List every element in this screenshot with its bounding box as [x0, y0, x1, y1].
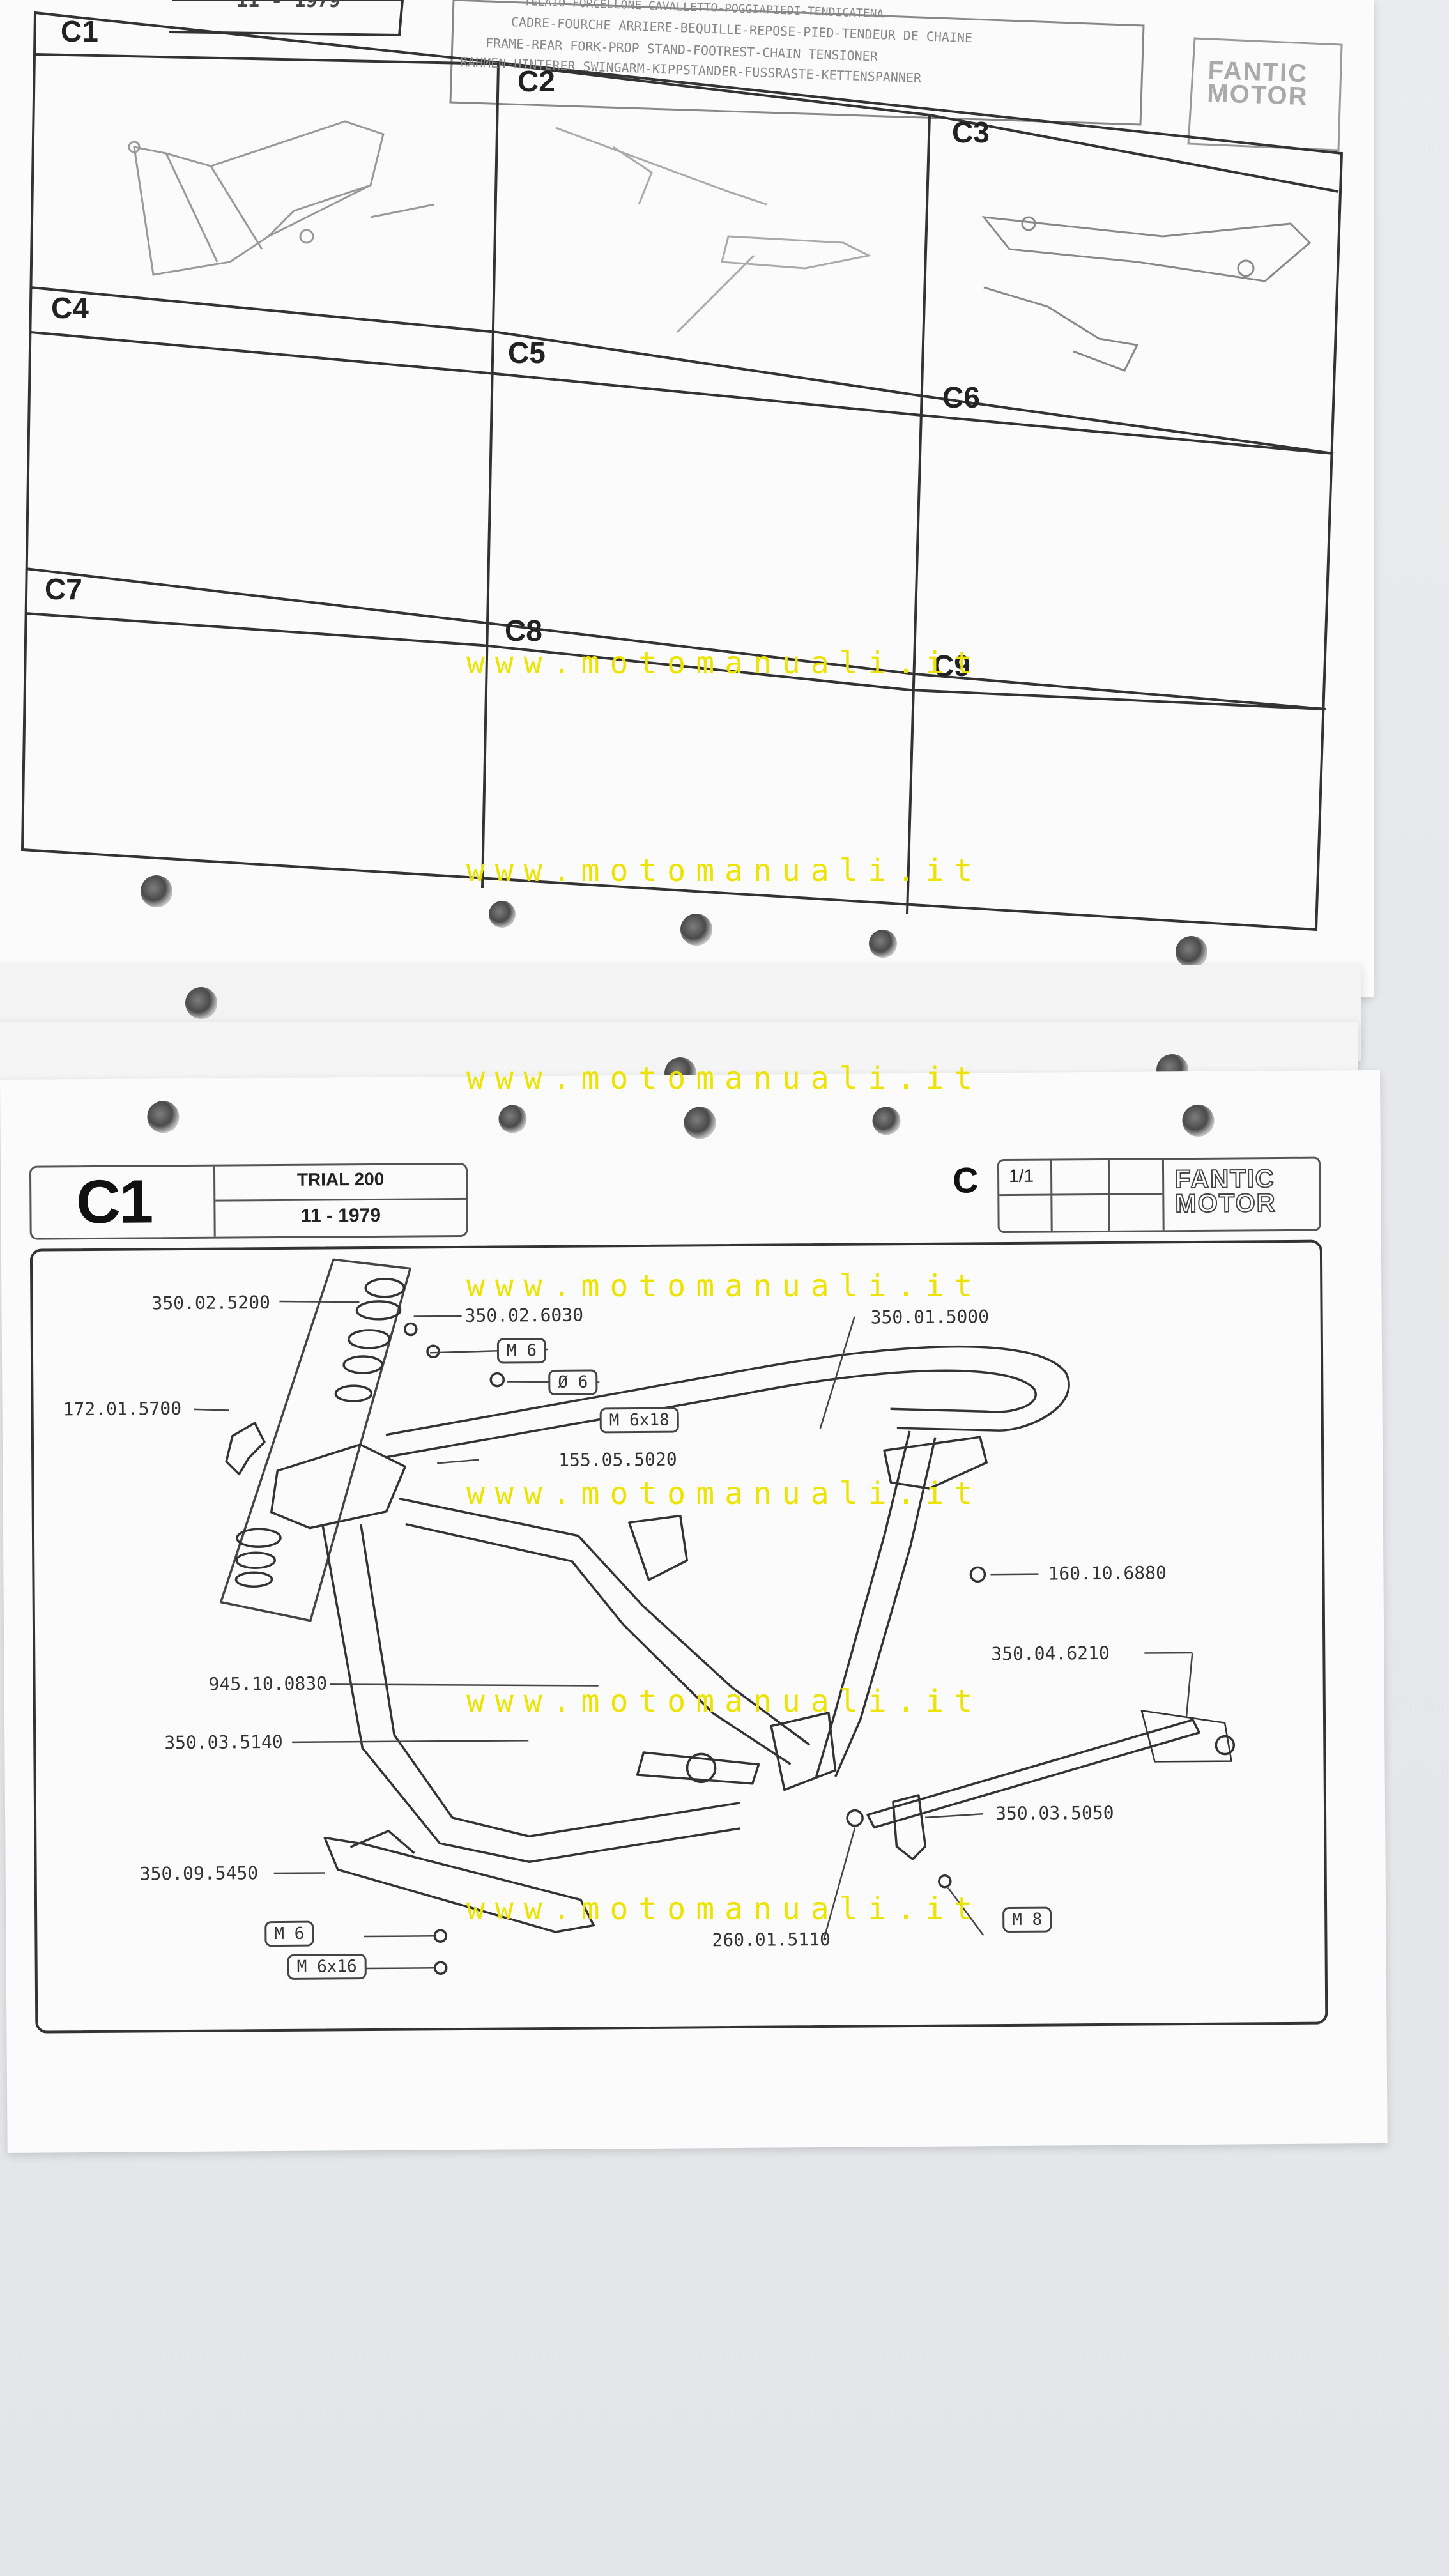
- part-number-label: 350.03.5050: [995, 1802, 1114, 1825]
- part-number-label: 160.10.6880: [1048, 1562, 1167, 1584]
- top-sheet-date: 11 - 1979: [236, 0, 341, 12]
- part-number-label: 350.03.5140: [164, 1731, 283, 1754]
- fastener-label: M 6x18: [599, 1407, 679, 1434]
- part-number-label: 350.02.5200: [151, 1292, 270, 1314]
- fastener-label: M 8: [1002, 1906, 1052, 1933]
- fastener-label: M 6: [496, 1338, 547, 1364]
- cell-label-c3: C3: [952, 116, 990, 149]
- frame-exploded-diagram: [194, 1258, 1236, 1975]
- part-number-label: 350.09.5450: [139, 1862, 259, 1885]
- part-number-label: 260.01.5110: [712, 1928, 831, 1951]
- part-number-label: 350.01.5000: [870, 1306, 990, 1328]
- cell-label-c2: C2: [518, 65, 555, 98]
- watermark-text: www.motomanuali.it: [466, 1061, 983, 1096]
- cell-label-c6: C6: [942, 381, 980, 414]
- part-number-label: 350.04.6210: [991, 1642, 1110, 1665]
- bottom-sheet: C1 TRIAL 200 11 - 1979 C 1/1 FANTIC MOTO…: [0, 1070, 1388, 2153]
- binder-hole: [869, 930, 897, 958]
- binder-hole: [141, 875, 172, 907]
- top-sheet: 11 - 1979 TELAIO-FORCELLONE-CAVALLETTO-P…: [0, 0, 1374, 997]
- part-number-label: 350.02.6030: [464, 1304, 584, 1326]
- cell-label-c7: C7: [45, 572, 82, 606]
- binder-hole: [489, 901, 516, 928]
- part-number-label: 155.05.5020: [558, 1448, 677, 1471]
- part-number-label: 945.10.0830: [208, 1673, 328, 1695]
- binder-hole: [680, 914, 712, 946]
- fastener-label: M 6: [264, 1920, 314, 1947]
- cell-label-c1: C1: [61, 15, 98, 48]
- fastener-label: M 6x16: [287, 1954, 367, 1980]
- watermark-text: www.motomanuali.it: [466, 1476, 983, 1512]
- cell-label-c8: C8: [505, 614, 542, 647]
- cell-label-c5: C5: [508, 336, 546, 369]
- top-sheet-grid: [20, 0, 1344, 931]
- watermark-text: www.motomanuali.it: [466, 853, 983, 889]
- watermark-text: www.motomanuali.it: [466, 1891, 983, 1927]
- binder-hole: [1176, 936, 1208, 968]
- thumbnail-swingarm-c2: [555, 126, 872, 334]
- watermark-text: www.motomanuali.it: [466, 645, 983, 681]
- watermark-text: www.motomanuali.it: [466, 1268, 983, 1304]
- top-sheet-logo: FANTIC MOTOR: [1206, 56, 1309, 111]
- watermark-text: www.motomanuali.it: [466, 1683, 983, 1719]
- part-number-label: 172.01.5700: [63, 1398, 182, 1420]
- thumbnail-frame-c1: [128, 120, 435, 276]
- cell-label-c4: C4: [51, 291, 89, 325]
- binder-hole: [185, 987, 217, 1019]
- cell-label-c9: C9: [933, 649, 970, 682]
- thumbnail-parts-c3: [981, 216, 1312, 372]
- fastener-label: Ø 6: [548, 1369, 598, 1396]
